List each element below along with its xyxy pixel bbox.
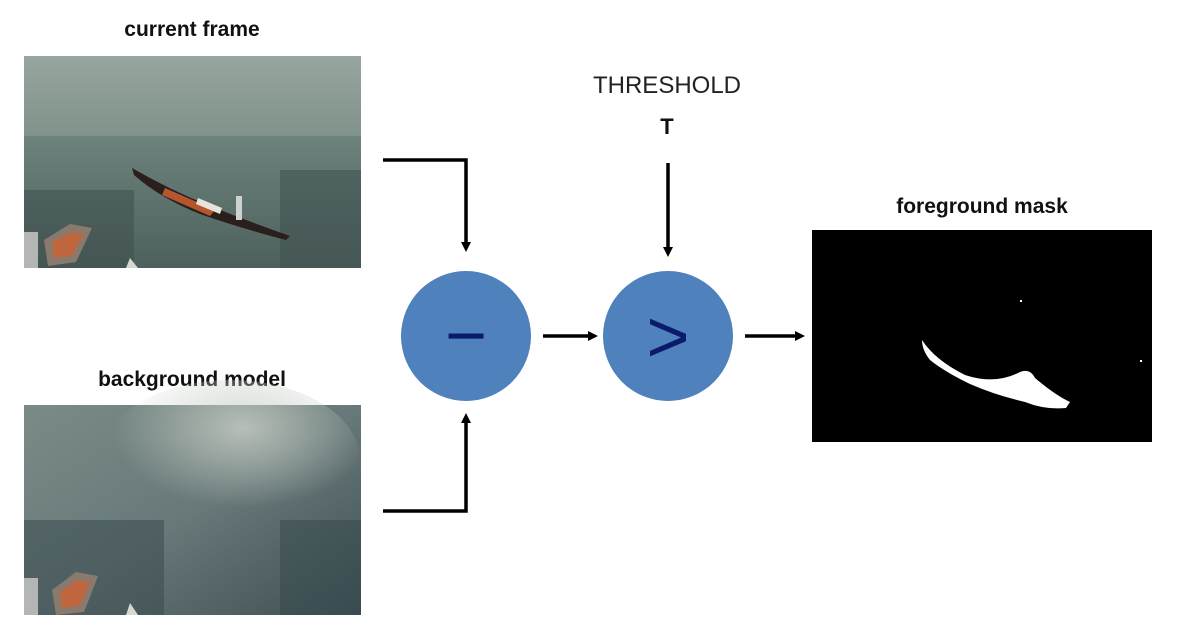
compare-symbol: > <box>646 295 689 378</box>
threshold-label: THRESHOLD <box>592 72 742 99</box>
compare-operator: > <box>603 271 733 401</box>
current-frame-image <box>24 56 361 268</box>
current-frame-connector <box>383 158 471 252</box>
foreground-mask-image <box>812 230 1152 442</box>
threshold-symbol: T <box>660 114 674 139</box>
background-model-connector <box>383 413 471 513</box>
subtract-operator: − <box>401 271 531 401</box>
current-frame-label: current frame <box>124 18 260 41</box>
subtract-symbol: − <box>445 296 487 376</box>
foreground-mask-label: foreground mask <box>896 195 1068 218</box>
background-model-image <box>24 380 361 615</box>
